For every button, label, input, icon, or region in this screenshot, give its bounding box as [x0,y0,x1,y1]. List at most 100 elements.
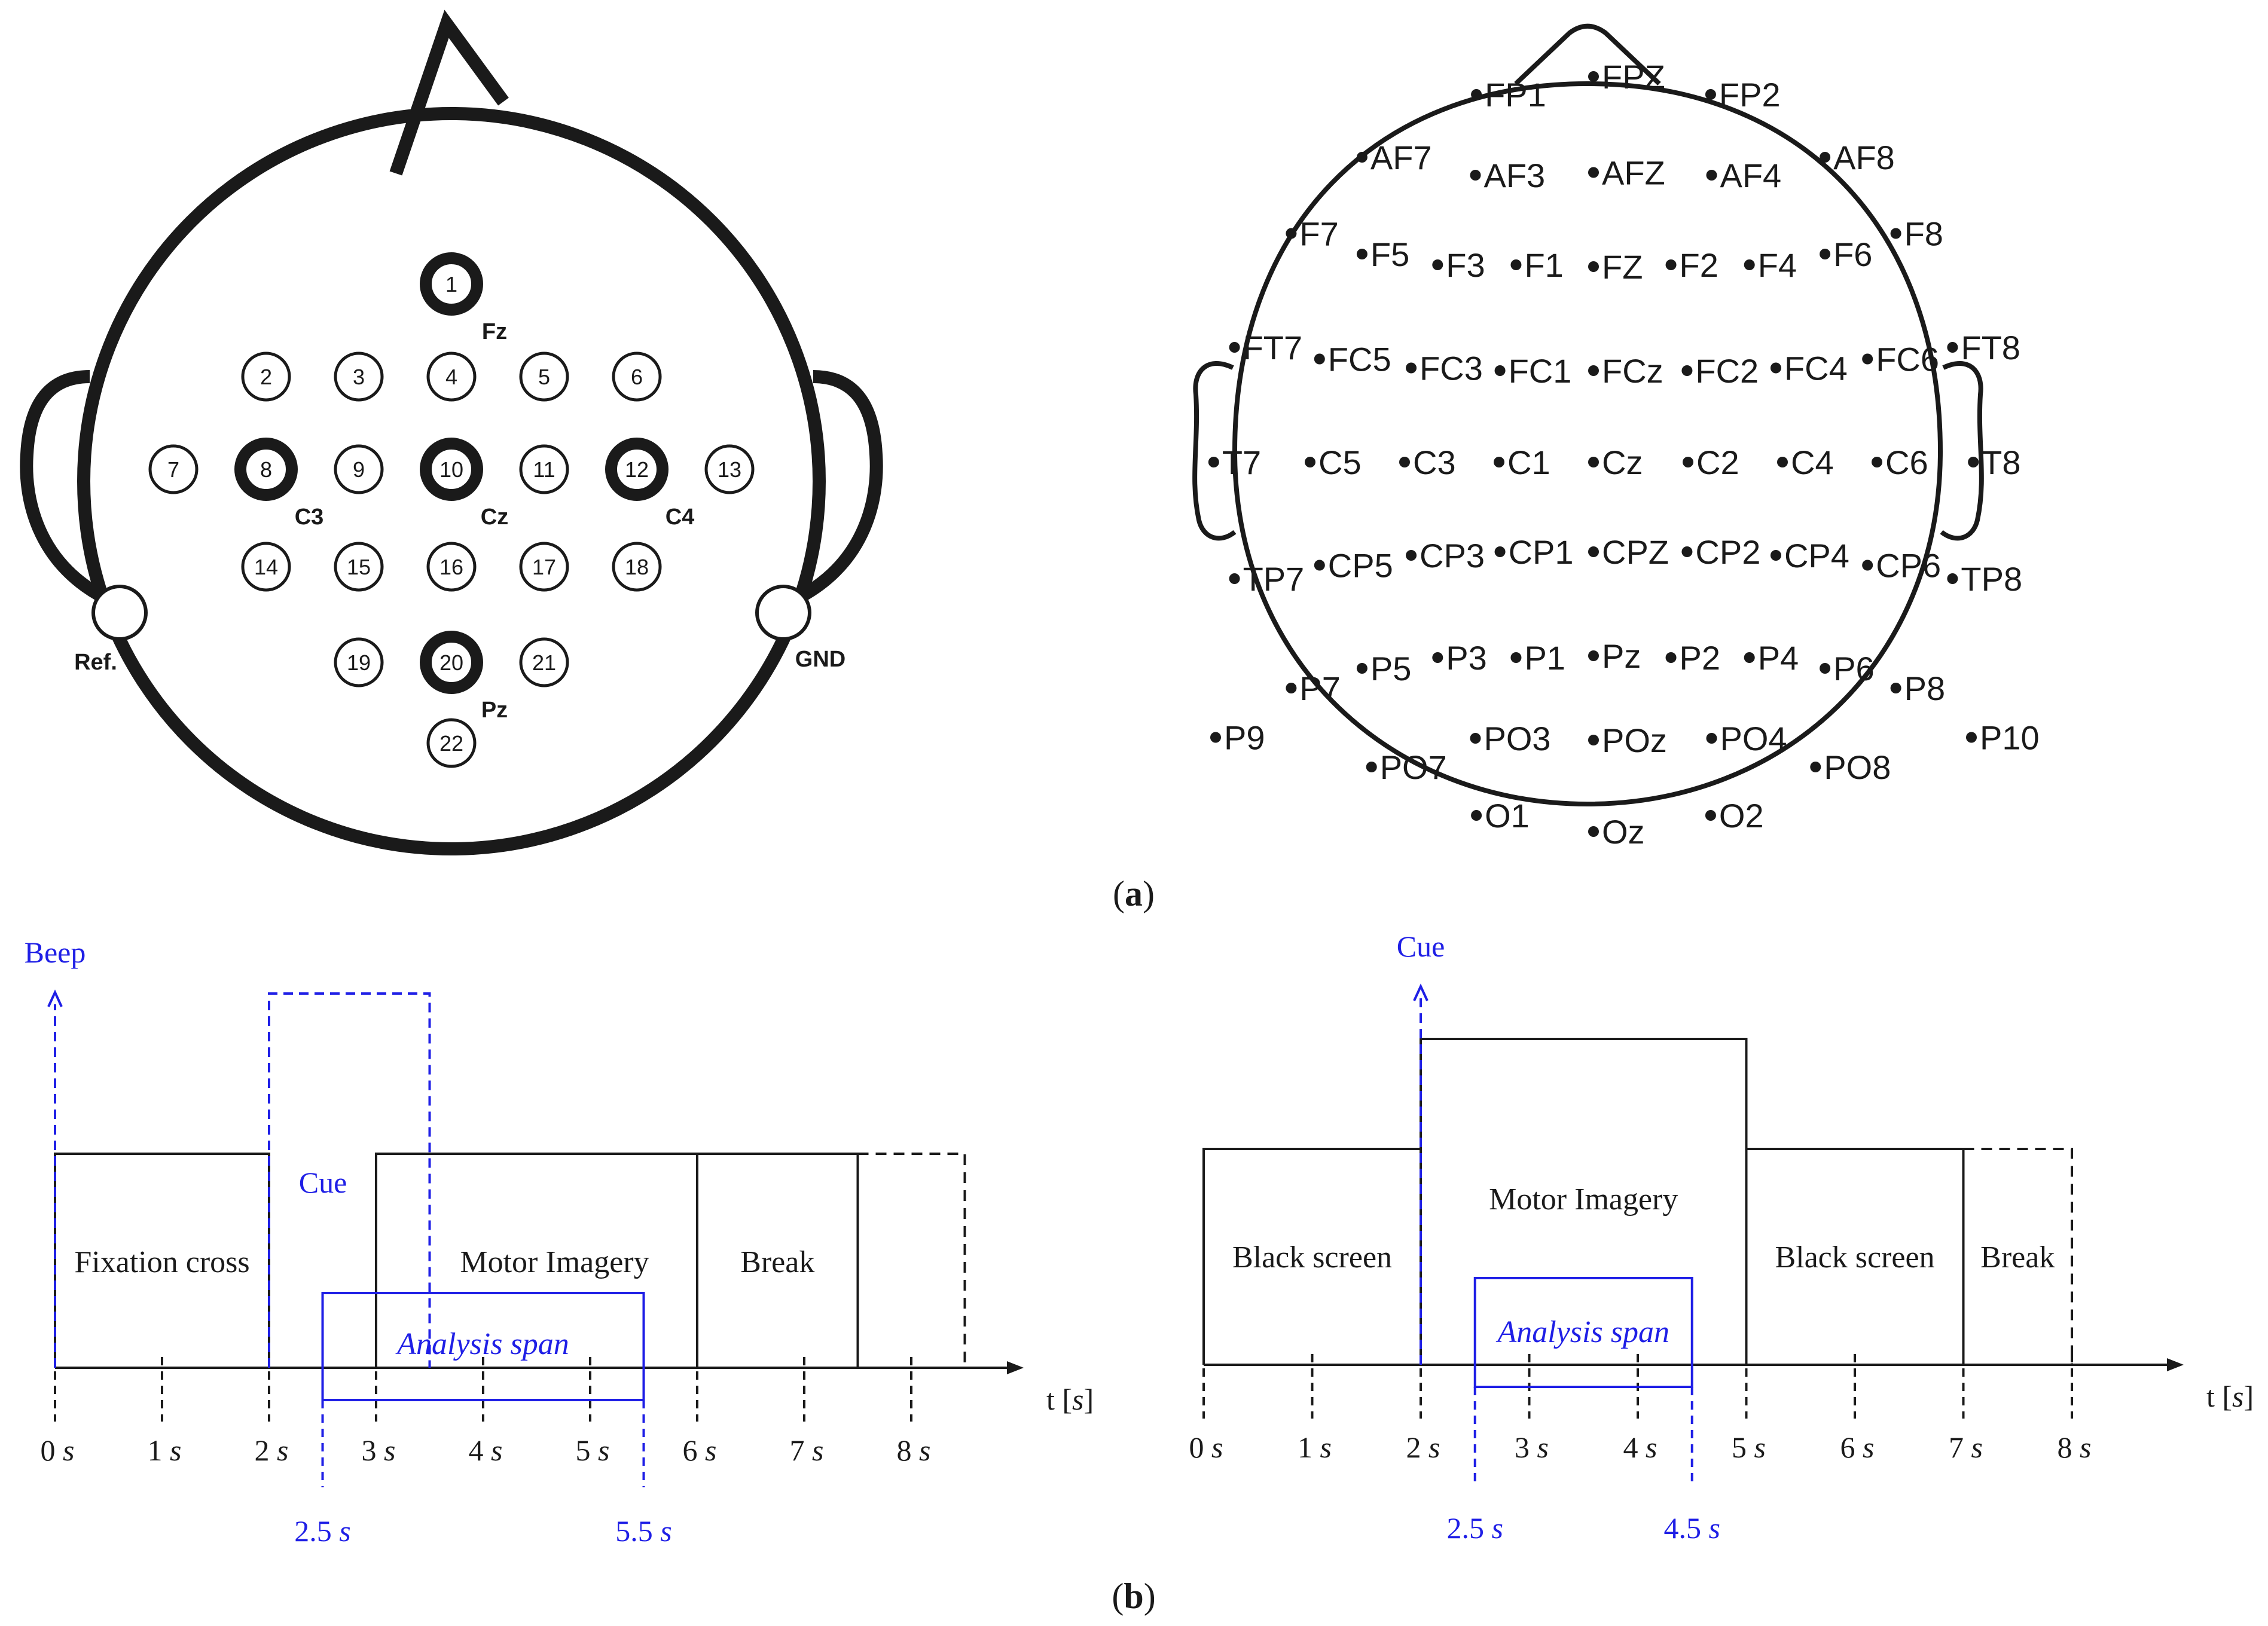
electrode-dot [1588,650,1599,661]
electrode-ring [334,637,384,687]
electrode-dot [1744,259,1755,270]
electrode-label: T7 [1222,444,1261,481]
electrode-dot [1432,259,1443,270]
electrode-c5: C5 [1305,444,1362,481]
electrode-dot [1706,733,1717,744]
electrode-label: TP8 [1961,560,2022,598]
electrode-f4: F4 [1744,246,1797,284]
electrode-dot [1494,365,1506,376]
electrode-dot [1665,259,1677,270]
electrode-11: 11 [519,444,569,494]
electrode-label: C5 [1318,444,1362,481]
electrode-dot [1494,546,1506,557]
electrode-ring [704,444,755,494]
electrode-2: 2 [241,352,291,402]
electrode-p9: P9 [1210,719,1265,757]
electrode-dot [1210,732,1221,743]
electrode-o1: O1 [1471,797,1530,835]
electrode-1: 1Fz [420,252,507,344]
electrode-dot [1968,457,1979,467]
electrode-label: F1 [1524,246,1563,284]
electrode-label: FC3 [1420,350,1483,387]
electrode-f1: F1 [1510,246,1564,284]
electrode-13: 13 [704,444,755,494]
electrode-cp6: CP6 [1862,547,1941,585]
block-continuation [857,1153,966,1368]
electrode-label: PO3 [1484,720,1551,757]
electrode-dot [1366,762,1377,772]
electrode-fz: FZ [1588,248,1643,286]
panel-label-b: (b) [1112,1576,1155,1616]
electrode-c2: C2 [1683,444,1739,481]
axis-arrow-icon [2167,1358,2184,1371]
electrode-p2: P2 [1665,639,1720,677]
right-ear-icon [795,370,883,604]
block-label: Break [740,1245,814,1279]
electrode-dot [1744,652,1755,663]
tick-3: 3 s [1515,1354,1549,1464]
electrode-ring [519,444,569,494]
electrode-dot [1665,652,1677,663]
electrode-af4: AF4 [1706,157,1781,194]
event-arrow-icon [47,989,63,1007]
electrode-fc6: FC6 [1862,341,1939,378]
electrode-fc1: FC1 [1494,352,1571,390]
ground-label: GND [795,647,845,672]
electrode-af8: AF8 [1820,139,1895,176]
electrode-fc4: FC4 [1770,350,1848,387]
electrode-f5: F5 [1356,236,1409,273]
electrode-6: 6 [612,352,662,402]
electrode-ring [334,444,384,494]
tick-label: 2 s [255,1434,289,1467]
electrode-f8: F8 [1890,215,1943,253]
electrode-dot [1356,663,1367,674]
tick-2: 2 s [1406,1354,1440,1464]
electrode-dot [1356,152,1367,163]
electrode-label: P1 [1524,639,1565,677]
electrode-label: FC6 [1876,341,1939,378]
electrode-dot [1872,457,1882,467]
electrode-site-label: Cz [481,505,508,530]
electrode-poz: POz [1588,722,1667,759]
electrode-ft7: FT7 [1229,329,1302,366]
electrode-ring [334,542,384,592]
electrode-af3: AF3 [1470,157,1545,194]
electrode-dot [1588,365,1599,376]
electrode-t7: T7 [1208,444,1261,481]
electrode-5: 5 [519,352,569,402]
electrode-8: 8C3 [234,438,323,530]
electrode-label: F5 [1370,236,1409,273]
electrode-9: 9 [334,444,384,494]
tick-8: 8 s [2058,1354,2091,1464]
electrode-o2: O2 [1705,797,1764,835]
tick-label: 3 s [1515,1431,1549,1464]
electrode-fcz: FCz [1588,352,1663,390]
block-label: Fixation cross [74,1245,249,1279]
event-cue: Cue [1397,930,1445,1365]
electrode-p10: P10 [1966,719,2040,757]
electrode-po8: PO8 [1810,748,1891,786]
block-label: Black screen [1775,1240,1934,1274]
electrode-dot [1314,560,1325,571]
electrode-po7: PO7 [1366,748,1447,786]
electrode-dot [1470,733,1481,744]
electrode-dot [1406,362,1417,374]
tick-3: 3 s [362,1357,395,1467]
electrode-15: 15 [334,542,384,592]
electrode-dot [1588,261,1599,272]
tick-6: 6 s [1840,1354,1874,1464]
axis-label: t [s] [1046,1383,1094,1416]
electrode-dot [1356,249,1367,259]
electrode-label: C4 [1791,444,1834,481]
electrode-dot [1966,732,1977,743]
electrode-number: 9 [353,457,365,482]
tick-6: 6 s [683,1357,716,1467]
electrode-label: FZ [1602,248,1643,286]
electrode-label: PO4 [1720,720,1787,757]
electrode-dot [1705,89,1716,100]
electrode-dot [1286,683,1297,693]
electrode-label: F7 [1299,215,1338,253]
